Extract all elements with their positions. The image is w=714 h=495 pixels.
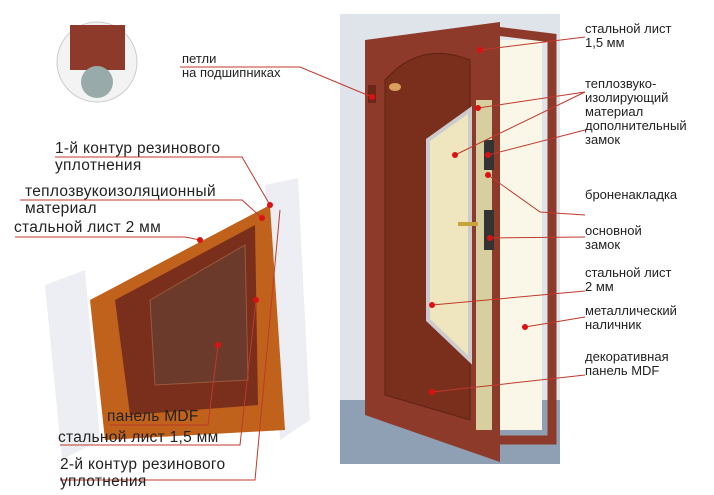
- door-handle: [458, 222, 478, 226]
- door-edge: [476, 100, 492, 430]
- label-armor-plate: броненакладка: [585, 187, 678, 202]
- leader-lines: [15, 36, 586, 481]
- main-lock: [484, 210, 494, 250]
- mdf-decor: [149, 244, 249, 386]
- door-cutaway: [426, 106, 472, 365]
- label-steel-15-left: стальной лист 1,5 мм: [58, 429, 219, 446]
- leader-dots: [197, 47, 528, 395]
- bearing: [81, 66, 113, 98]
- label-mdf-left: панель MDF: [107, 408, 199, 425]
- hinge-top: [70, 25, 125, 70]
- label-steel-2mm-left: стальной лист 2 мм: [14, 219, 162, 236]
- peephole: [389, 83, 401, 91]
- wall-left: [45, 270, 100, 460]
